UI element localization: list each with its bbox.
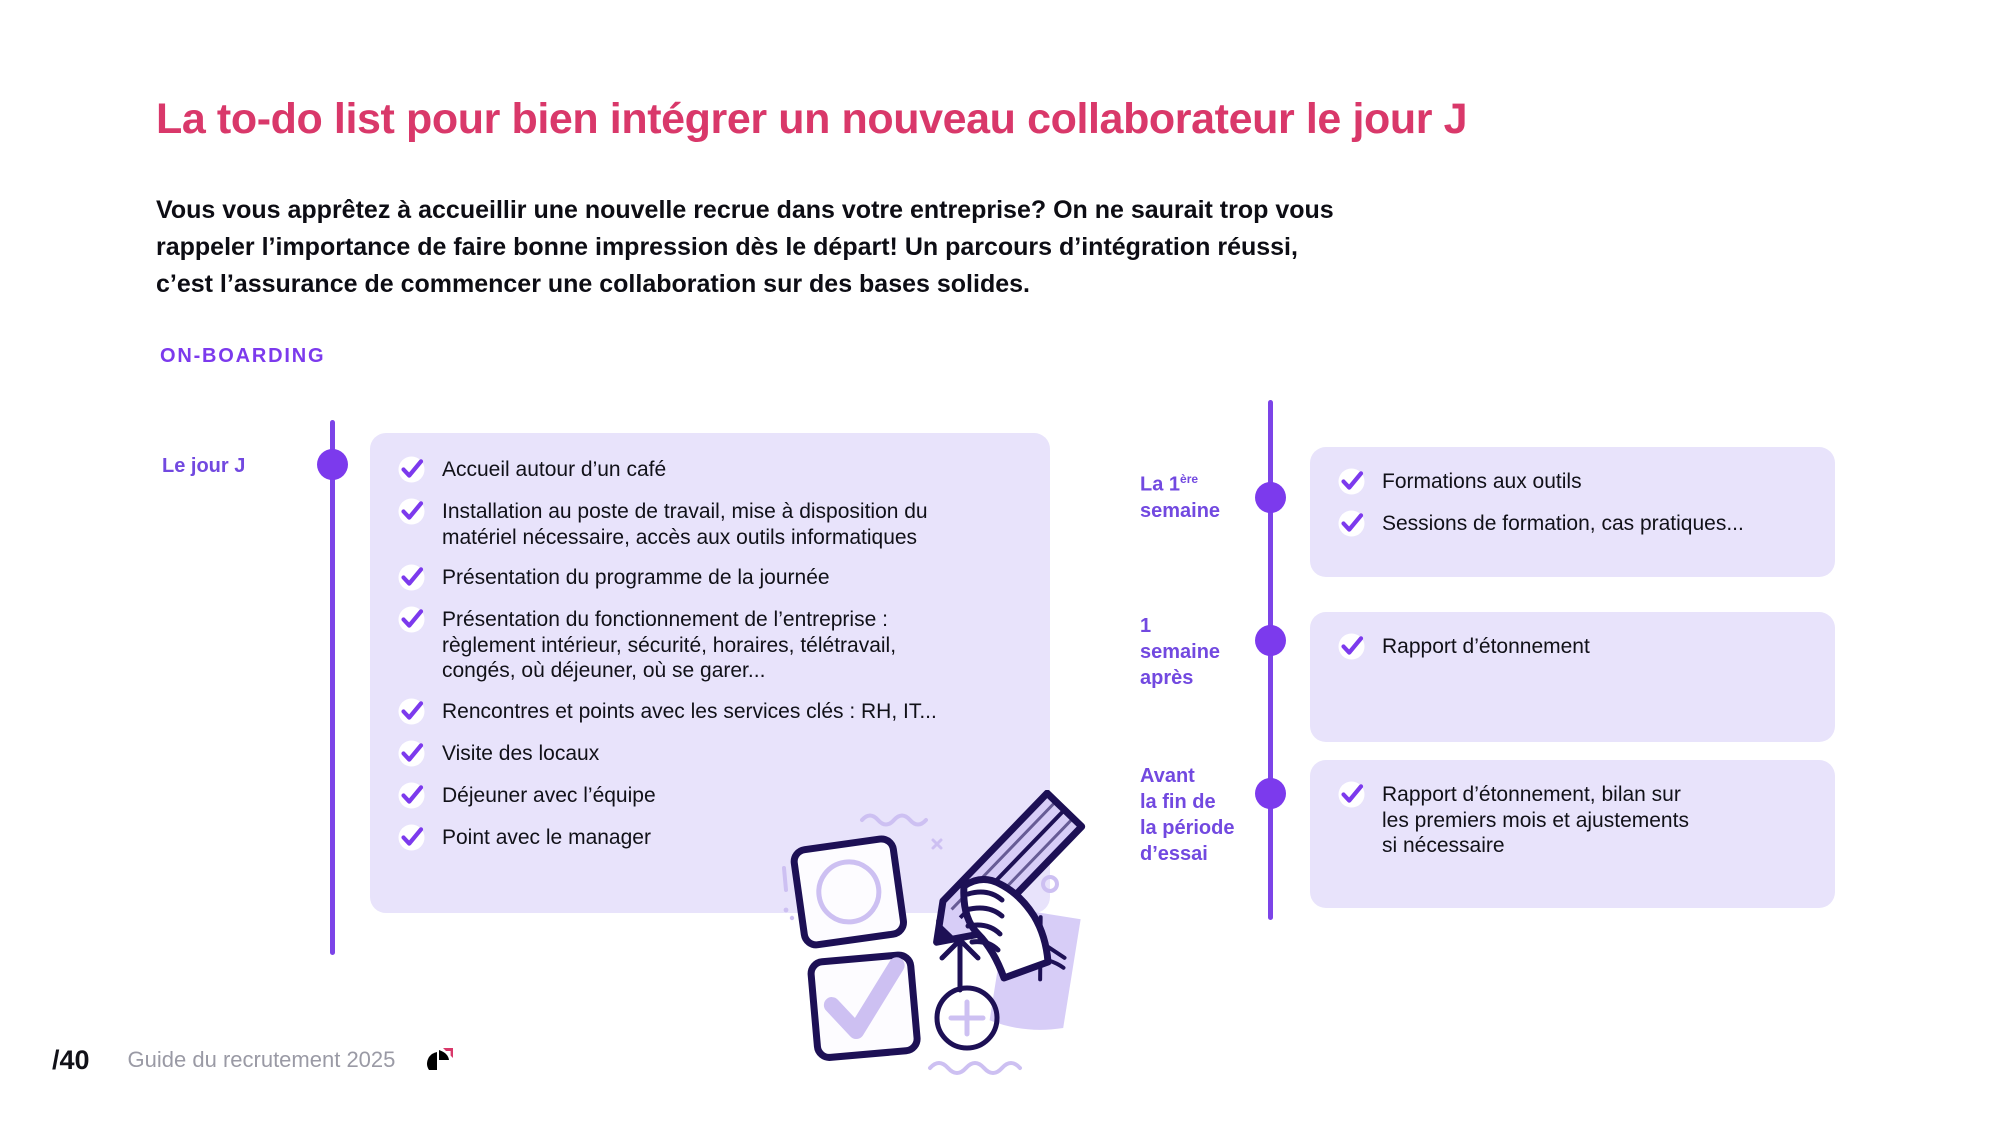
timeline-right-label: 1 semaine après	[1140, 613, 1220, 691]
ordinal-suffix: ère	[1180, 472, 1199, 486]
check-icon	[1337, 467, 1366, 496]
checklist-item-label: Déjeuner avec l’équipe	[442, 781, 656, 809]
timeline-right-dot	[1255, 625, 1286, 656]
checklist-item-line: Point avec le manager	[442, 825, 651, 849]
timeline-right-label: La 1ère semaine	[1140, 466, 1220, 524]
timeline-right-label-line: 1	[1140, 615, 1152, 637]
checklist-item-label: Rapport d’étonnement	[1382, 632, 1590, 660]
checklist-item: Rencontres et points avec les services c…	[397, 697, 1027, 726]
intro-line-2: rappeler l’importance de faire bonne imp…	[156, 233, 1298, 261]
timeline-right-label-line: après	[1140, 667, 1194, 689]
checklist-item: Présentation du programme de la journée	[397, 563, 1027, 592]
checklist-stage: Rapport d’étonnement	[1337, 632, 1817, 661]
checklist-item: Point avec le manager	[397, 823, 1027, 852]
timeline-right-line	[1268, 400, 1273, 920]
timeline-right-label: Avant la fin de la période d’essai	[1140, 763, 1234, 867]
checklist-item-label: Formations aux outils	[1382, 467, 1582, 495]
check-icon	[397, 455, 426, 484]
checklist-item-line: Rapport d’étonnement, bilan sur	[1382, 783, 1681, 806]
checklist-item-line: Sessions de formation, cas pratiques...	[1382, 512, 1744, 535]
checklist-item-label: Accueil autour d’un café	[442, 455, 666, 483]
checklist-item-label: Présentation du fonctionnement de l’entr…	[442, 605, 896, 684]
checklist-item-label: Présentation du programme de la journée	[442, 563, 830, 591]
checklist-item: Présentation du fonctionnement de l’entr…	[397, 605, 1027, 684]
checklist-item: Accueil autour d’un café	[397, 455, 1027, 484]
illustration-hand-with-pencil-checking-checkboxes	[762, 789, 1092, 1100]
checklist-item-line: Formations aux outils	[1382, 470, 1582, 493]
check-icon	[397, 563, 426, 592]
apec-logo	[421, 1044, 455, 1078]
check-icon	[397, 605, 426, 634]
timeline-right-label-line: semaine	[1140, 641, 1221, 663]
check-icon	[397, 781, 426, 810]
check-icon	[397, 697, 426, 726]
intro-line-1: Vous vous apprêtez à accueillir une nouv…	[156, 196, 1334, 224]
checklist-item-line: Accueil autour d’un café	[442, 458, 667, 481]
card-stage: Rapport d’étonnement	[1310, 612, 1835, 742]
checklist-item-label: Installation au poste de travail, mise à…	[442, 497, 928, 550]
checklist-item-label: Rencontres et points avec les services c…	[442, 697, 937, 725]
checklist-item-line: Déjeuner avec l’équipe	[442, 783, 656, 807]
timeline-right-label-line: semaine	[1140, 499, 1221, 522]
checklist-item-line: les premiers mois et ajustements	[1382, 808, 1689, 832]
checklist-item-line: règlement intérieur, sécurité, horaires,…	[442, 633, 897, 657]
footer: /40 Guide du recrutement 2025	[52, 1043, 455, 1077]
timeline-right-label-line: Avant	[1140, 765, 1195, 787]
checklist-item-label: Visite des locaux	[442, 739, 599, 767]
checklist-item-line: Présentation du programme de la journée	[442, 566, 830, 589]
intro-line-3: c’est l’assurance de commencer une colla…	[156, 270, 1030, 298]
checklist-item-label: Sessions de formation, cas pratiques...	[1382, 509, 1744, 537]
checklist-item: Déjeuner avec l’équipe	[397, 781, 1027, 810]
timeline-left-line	[330, 420, 335, 955]
checklist-item-line: si nécessaire	[1382, 834, 1505, 857]
check-icon	[1337, 632, 1366, 661]
timeline-right-label-line: La 1ère	[1140, 472, 1199, 496]
timeline-right-dot	[1255, 482, 1286, 513]
checklist-item-line: Présentation du fonctionnement de l’entr…	[442, 608, 888, 631]
checklist-item-line: Installation au poste de travail, mise à…	[442, 500, 928, 523]
check-icon	[1337, 509, 1366, 538]
checklist-item: Sessions de formation, cas pratiques...	[1337, 509, 1817, 538]
checklist-item-line: matériel nécessaire, accès aux outils in…	[442, 525, 918, 549]
timeline-right-label-line: la période	[1140, 817, 1235, 839]
checklist-item-line: Rapport d’étonnement	[1382, 635, 1590, 658]
checklist-item: Visite des locaux	[397, 739, 1027, 768]
timeline-left-label: Le jour J	[162, 455, 246, 477]
check-icon	[397, 739, 426, 768]
check-icon	[397, 497, 426, 526]
timeline-left-dot	[317, 449, 348, 480]
section-label-onboarding: ON-BOARDING	[160, 345, 326, 367]
checklist-item: Rapport d’étonnement	[1337, 632, 1817, 661]
checklist-item-line: Rencontres et points avec les services c…	[442, 699, 937, 723]
checklist-item-line: Visite des locaux	[442, 741, 600, 765]
checklist-item: Installation au poste de travail, mise à…	[397, 497, 1027, 550]
intro-paragraph: Vous vous apprêtez à accueillir une nouv…	[156, 192, 1616, 303]
timeline-right-dot	[1255, 778, 1286, 809]
timeline-right-label-line: d’essai	[1140, 843, 1208, 865]
timeline-right-label-line: la fin de	[1140, 791, 1216, 813]
check-icon	[397, 823, 426, 852]
page-title: La to-do list pour bien intégrer un nouv…	[156, 95, 1468, 143]
checklist-item: Formations aux outils	[1337, 467, 1817, 496]
footer-page-number: /40	[52, 1044, 90, 1075]
checklist-item-label: Point avec le manager	[442, 823, 651, 851]
checklist-item-line: congés, où déjeuner, où se garer...	[442, 659, 766, 682]
footer-document-title: Guide du recrutement 2025	[127, 1047, 396, 1072]
check-icon	[1337, 780, 1366, 809]
